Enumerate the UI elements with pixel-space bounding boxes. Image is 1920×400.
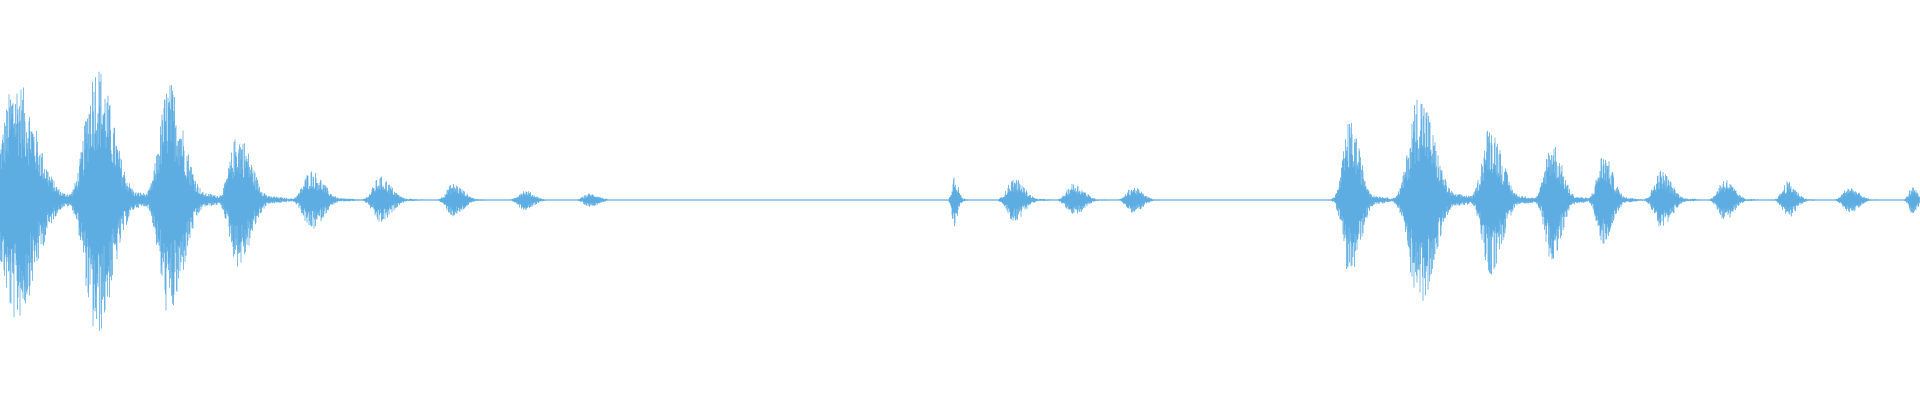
waveform-envelope [0, 71, 1920, 331]
